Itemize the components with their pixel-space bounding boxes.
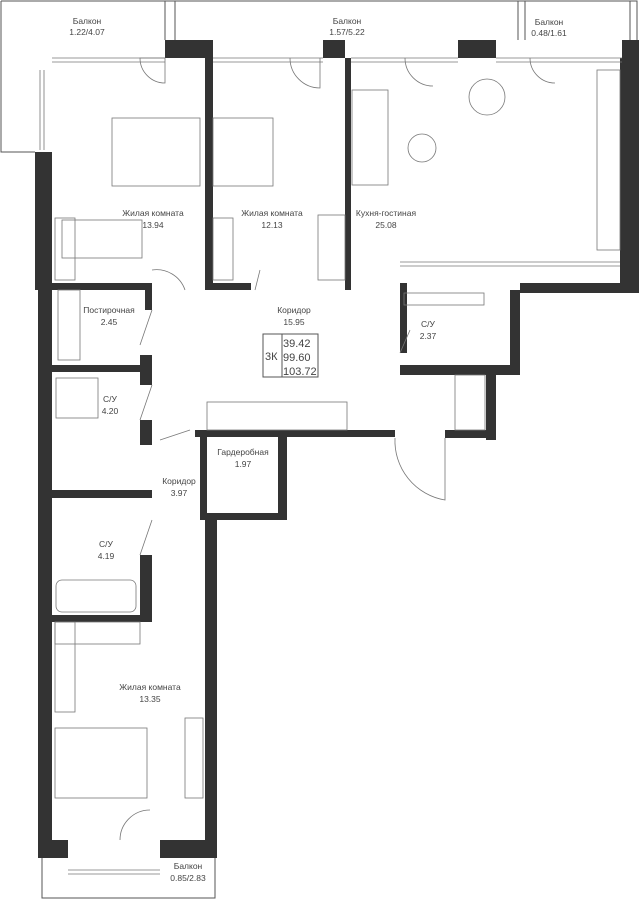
- room-area: 13.35: [139, 694, 161, 704]
- room-area: 1.97: [235, 459, 252, 469]
- bathtub-icon: [55, 579, 137, 613]
- furniture: [54, 69, 621, 799]
- room-name: Кухня-гостиная: [356, 208, 417, 218]
- room-area: 0.48/1.61: [531, 28, 567, 38]
- doors: [119, 57, 556, 841]
- svg-text:С/У2.37: С/У 2.37: [420, 319, 437, 341]
- bed-icon: [54, 727, 148, 799]
- living-area: 39.42: [283, 338, 311, 350]
- room-name: С/У: [421, 319, 436, 329]
- room-name: Гардеробная: [217, 447, 269, 457]
- room-name: Жилая комната: [119, 682, 181, 692]
- room-area: 2.37: [420, 331, 437, 341]
- room-name: Постирочная: [83, 305, 135, 315]
- bed-icon: [212, 117, 274, 187]
- walls: [35, 40, 639, 858]
- room-name: Балкон: [535, 17, 564, 27]
- room-area: 2.45: [101, 317, 118, 327]
- kitchen-counter-icon: [596, 69, 621, 251]
- wardrobe-icon: [454, 374, 486, 431]
- room-area: 12.13: [261, 220, 283, 230]
- room-area: 13.94: [142, 220, 164, 230]
- total-area: 99.60: [283, 352, 311, 364]
- room-name: Жилая комната: [122, 208, 184, 218]
- room-area: 1.57/5.22: [329, 27, 365, 37]
- room-name: С/У: [99, 539, 114, 549]
- room-area: 15.95: [283, 317, 305, 327]
- room-area: 4.19: [98, 551, 115, 561]
- wardrobe-icon: [54, 621, 76, 713]
- balcony-outline-bottom: [41, 858, 216, 899]
- shelf-icon: [403, 292, 485, 306]
- room-area: 3.97: [171, 488, 188, 498]
- wardrobe-icon: [54, 217, 76, 281]
- room-name: Жилая комната: [241, 208, 303, 218]
- room-name: Коридор: [162, 476, 196, 486]
- washer-icon: [57, 289, 81, 361]
- desk-icon: [317, 214, 346, 281]
- tv-icon: [184, 717, 204, 799]
- shower-icon: [55, 377, 99, 419]
- room-area: 25.08: [375, 220, 397, 230]
- room-name: Балкон: [333, 16, 362, 26]
- desk-icon: [61, 219, 143, 259]
- room-name: Коридор: [277, 305, 311, 315]
- windows: [39, 57, 622, 875]
- dining-table-icon: [468, 78, 506, 116]
- area-summary: 3К 39.42 99.60 103.72: [262, 333, 319, 378]
- wardrobe-icon: [206, 401, 348, 431]
- svg-text:С/У4.20: С/У 4.20: [102, 394, 119, 416]
- desk-icon: [54, 621, 141, 645]
- svg-text:С/У4.19: С/У 4.19: [98, 539, 115, 561]
- bed-icon: [111, 117, 201, 187]
- room-name: Балкон: [73, 16, 102, 26]
- table-icon: [407, 133, 437, 163]
- room-area: 1.22/4.07: [69, 27, 105, 37]
- sofa-icon: [351, 89, 389, 186]
- apartment-type: 3К: [265, 351, 278, 363]
- room-area: 4.20: [102, 406, 119, 416]
- balcony-outline-top: [0, 0, 638, 153]
- wardrobe-icon: [212, 217, 234, 281]
- room-name: Балкон: [174, 861, 203, 871]
- room-name: С/У: [103, 394, 118, 404]
- total-area-with-balconies: 103.72: [283, 366, 317, 378]
- room-area: 0.85/2.83: [170, 873, 206, 883]
